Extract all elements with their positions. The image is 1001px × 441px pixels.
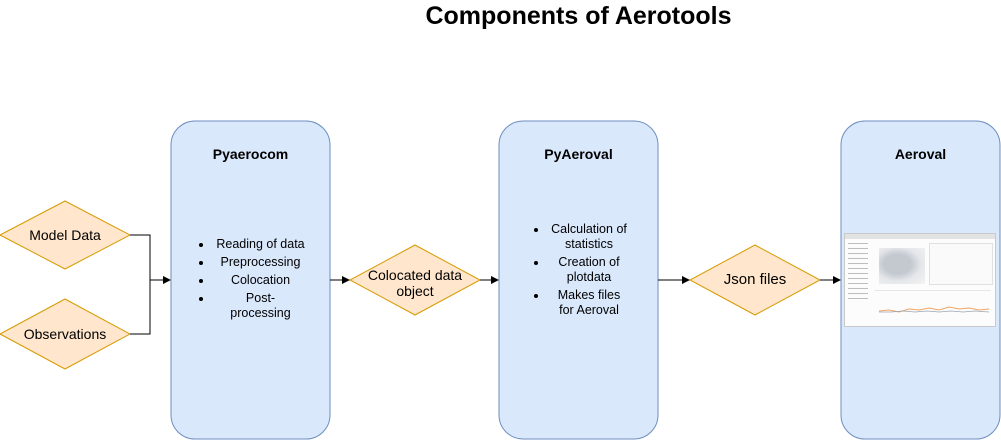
aeroval-title: Aeroval (894, 146, 947, 162)
observations-label: Observations (23, 326, 107, 342)
aeroval-screenshot-thumbnail (844, 233, 996, 327)
pyaerocom-task: Preprocessing (213, 255, 308, 270)
pyaeroval-task: Makes files for Aeroval (548, 288, 630, 318)
pyaeroval-task-list: Calculation of statistics Creation of pl… (531, 222, 630, 321)
colocated-data-label: Colocated data object (367, 267, 463, 299)
pyaerocom-task: Reading of data (213, 237, 308, 252)
json-files-diamond[interactable] (688, 244, 822, 316)
thumbnail-map (879, 248, 925, 284)
pyaerocom-task-list: Reading of data Preprocessing Colocation… (196, 237, 308, 324)
connector-model-data (130, 234, 171, 284)
connector-observations (130, 280, 151, 335)
thumbnail-timeseries (879, 306, 989, 313)
pyaerocom-task: Colocation (213, 273, 308, 288)
pyaeroval-title: PyAeroval (544, 146, 613, 162)
model-data-diamond[interactable] (0, 200, 132, 270)
model-data-label: Model Data (29, 227, 101, 243)
colocated-data-diamond[interactable] (348, 244, 482, 316)
pyaeroval-task: Calculation of statistics (548, 222, 630, 252)
thumbnail-panel (929, 243, 993, 285)
thumbnail-sidebar (848, 243, 868, 303)
thumbnail-plot-area (875, 290, 991, 323)
json-files-label: Json files (723, 271, 787, 288)
pyaerocom-title: Pyaerocom (212, 146, 289, 162)
observations-diamond[interactable] (0, 298, 132, 370)
pyaeroval-task: Creation of plotdata (548, 255, 630, 285)
thumbnail-toolbar (845, 234, 995, 239)
diagram-title: Components of Aerotools (425, 2, 732, 30)
pyaerocom-task: Post-processing (213, 291, 308, 321)
